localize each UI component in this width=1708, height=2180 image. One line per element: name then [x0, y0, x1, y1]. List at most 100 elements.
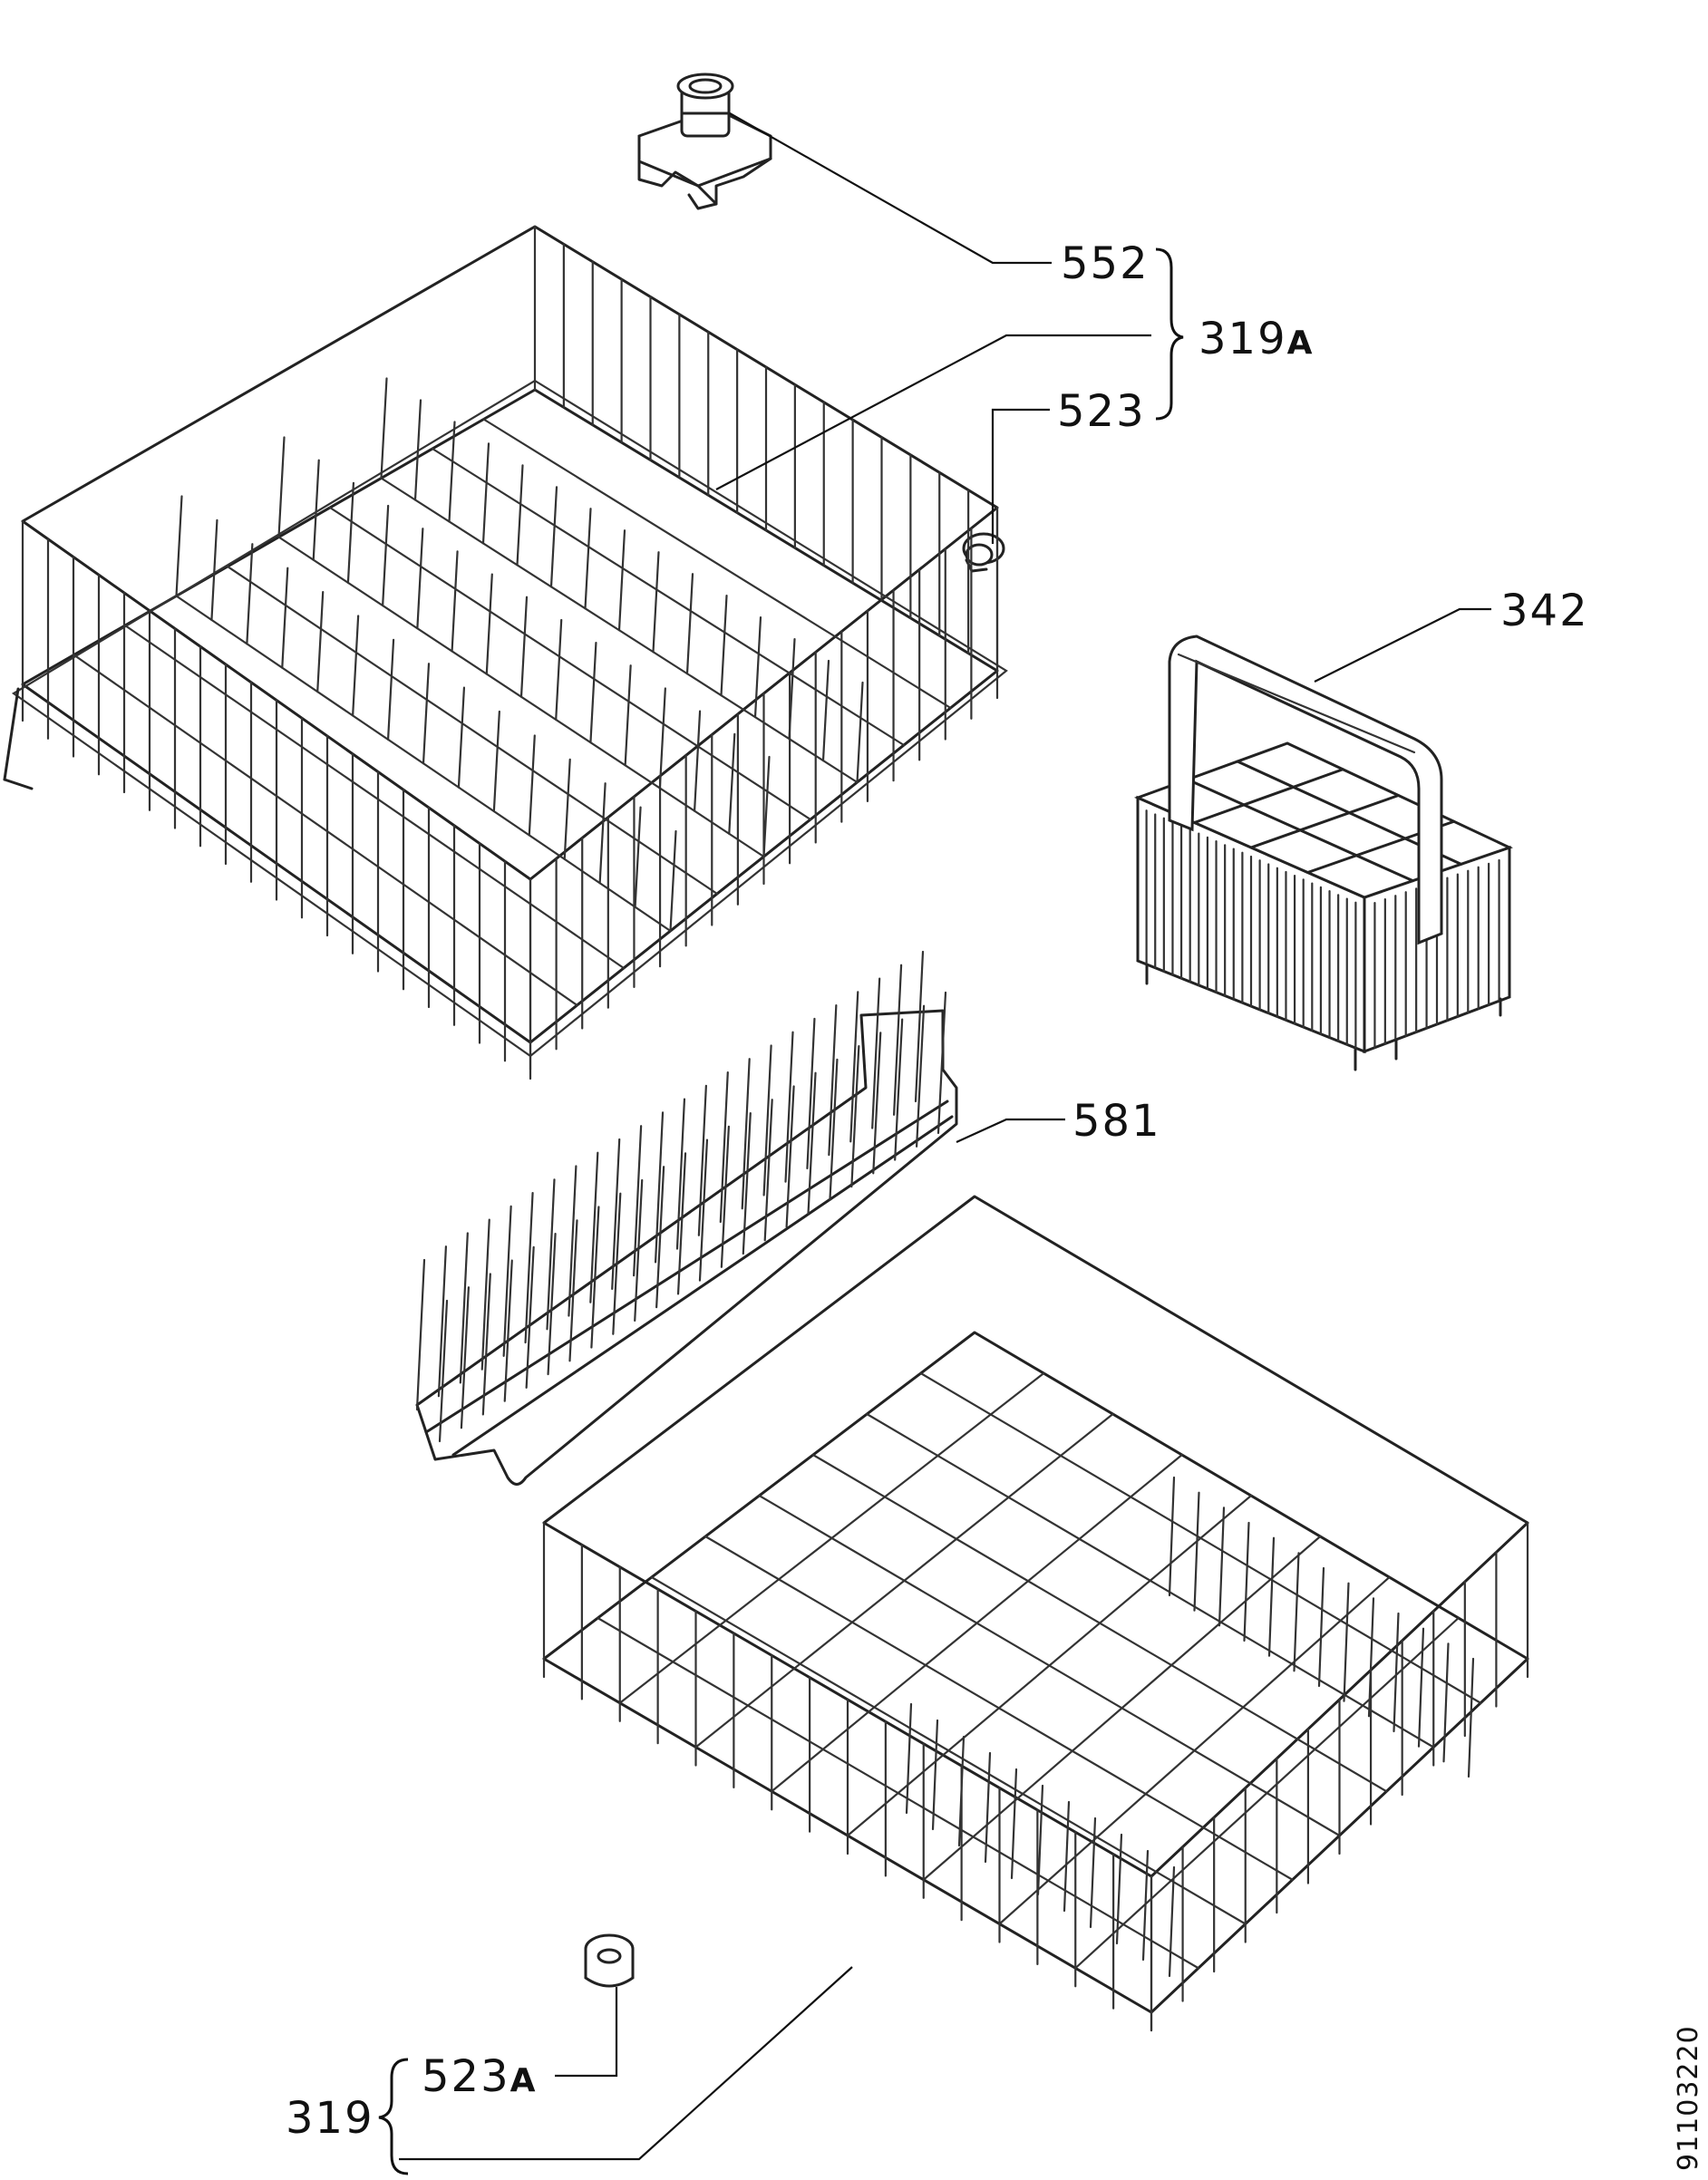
lower-basket-tine [1393, 1612, 1400, 1733]
upper-basket-tine [277, 436, 286, 538]
lower-basket-tine [1467, 1657, 1475, 1778]
lower-basket-floor-wire [922, 1535, 1322, 1881]
upper-basket-tine [555, 618, 563, 722]
plate-rack-tine [720, 1125, 730, 1268]
plate-rack-tine [655, 1166, 665, 1309]
upper-basket-tine [519, 596, 529, 698]
upper-basket-tine [448, 421, 456, 523]
plate-rack-tine [590, 1206, 600, 1349]
lower-basket-tine [1141, 1849, 1150, 1962]
lower-basket-tine [1089, 1817, 1097, 1929]
label-552: 552 [1061, 238, 1150, 289]
lower-basket-floor-wire [998, 1575, 1391, 1925]
plate-rack-tine [829, 1058, 839, 1202]
lower-basket-tine [1168, 1865, 1176, 1978]
plate-rack-tine [785, 1085, 795, 1228]
document-id: 91103220 [1673, 2025, 1704, 2171]
upper-basket-floor-wire [431, 447, 906, 747]
lower-basket-floor-wire [1074, 1616, 1460, 1970]
plate-rack-tine [438, 1299, 449, 1443]
upper-basket-tine [685, 573, 694, 675]
lower-basket-floor-wire [866, 1412, 1435, 1749]
plate-rack-tine [415, 1258, 426, 1411]
upper-basket-tine [316, 590, 325, 693]
plate-rack-tine [480, 1218, 490, 1371]
cutlery-basket-divider [1193, 768, 1344, 824]
plate-rack-tine [915, 1004, 926, 1148]
plate-rack-tine [807, 1071, 817, 1215]
label-342: 342 [1500, 586, 1589, 636]
upper-basket-hook [3, 687, 20, 781]
plate-rack-tine [806, 1017, 816, 1170]
plate-rack-tine [849, 991, 859, 1143]
lower-basket-tine [1417, 1627, 1425, 1748]
upper-basket-tine [584, 508, 592, 610]
upper-basket-tine [624, 664, 632, 767]
upper-basket-tine [788, 637, 796, 741]
plate-rack-tine [589, 1151, 599, 1303]
upper-basket-floor-wire [226, 565, 719, 896]
plate-rack-tine [503, 1259, 513, 1402]
leader-lines [399, 112, 1491, 2161]
upper-basket-tine [175, 495, 183, 597]
upper-basket-tine [485, 573, 493, 675]
upper-basket [3, 225, 1008, 1080]
upper-basket-floor-wire [73, 654, 578, 1007]
plate-rack-tine [914, 950, 925, 1103]
upper-basket-tine [669, 829, 677, 933]
cutlery-basket-divider [1249, 794, 1400, 849]
label-319a: 319A [1199, 314, 1315, 364]
lower-basket-tine [957, 1735, 966, 1847]
part-552-wheel-bracket [637, 73, 772, 210]
label-523: 523 [1057, 386, 1146, 437]
plate-rack-tine [525, 1245, 535, 1389]
upper-basket-tine [516, 464, 524, 567]
plate-rack-tine [568, 1219, 578, 1362]
lower-basket-tine [1442, 1642, 1450, 1763]
upper-basket-tine [246, 543, 254, 645]
upper-basket-bottom-frame [21, 388, 999, 1044]
lower-basket-tine [1218, 1507, 1226, 1627]
upper-basket-tine [634, 806, 642, 908]
upper-basket-floor-wire [123, 624, 626, 970]
lower-basket-tine [1293, 1552, 1300, 1672]
plate-rack-tine [634, 1178, 644, 1323]
plate-rack-tine [936, 991, 947, 1135]
lower-basket-tine [1168, 1476, 1176, 1597]
lower-basket-floor-wire [811, 1453, 1388, 1793]
upper-basket-top-rim [21, 225, 999, 881]
plate-rack-tine [784, 1031, 794, 1183]
plate-rack-tine [437, 1245, 448, 1398]
plate-rack-tine [633, 1125, 643, 1277]
lower-basket-tine [1063, 1800, 1071, 1913]
plate-rack-tine [894, 1018, 904, 1161]
plate-rack-tine [611, 1138, 621, 1291]
lower-basket-tine [1243, 1521, 1250, 1642]
plate-rack-tine [742, 1111, 752, 1255]
upper-basket-tine [652, 551, 660, 654]
part-342-cutlery-basket [1133, 635, 1513, 1071]
upper-basket-tine [693, 710, 702, 812]
upper-basket-tine [413, 399, 422, 501]
lower-basket-tine [1115, 1833, 1123, 1945]
upper-basket-tine [549, 486, 558, 588]
plate-rack-tine [850, 1045, 860, 1188]
upper-basket-tine [598, 782, 607, 885]
plate-rack-tine [524, 1191, 534, 1344]
upper-basket-floor-wire [328, 506, 812, 821]
plate-rack-tine [675, 1098, 686, 1250]
upper-basket-tine [528, 734, 536, 837]
plate-rack-tine [459, 1232, 469, 1384]
upper-basket-tine [210, 518, 218, 621]
plate-rack-tine [676, 1152, 687, 1295]
part-523a-roller [584, 1933, 635, 1988]
plate-rack-tine [719, 1071, 729, 1224]
lower-basket-tine [1317, 1566, 1325, 1688]
upper-basket-tine [457, 686, 466, 789]
plate-rack-tine [612, 1192, 622, 1335]
plate-rack-tine [697, 1084, 707, 1236]
plate-rack-tine [546, 1178, 556, 1331]
lower-basket-floor-wire [919, 1371, 1482, 1704]
upper-basket-tine [312, 459, 320, 561]
